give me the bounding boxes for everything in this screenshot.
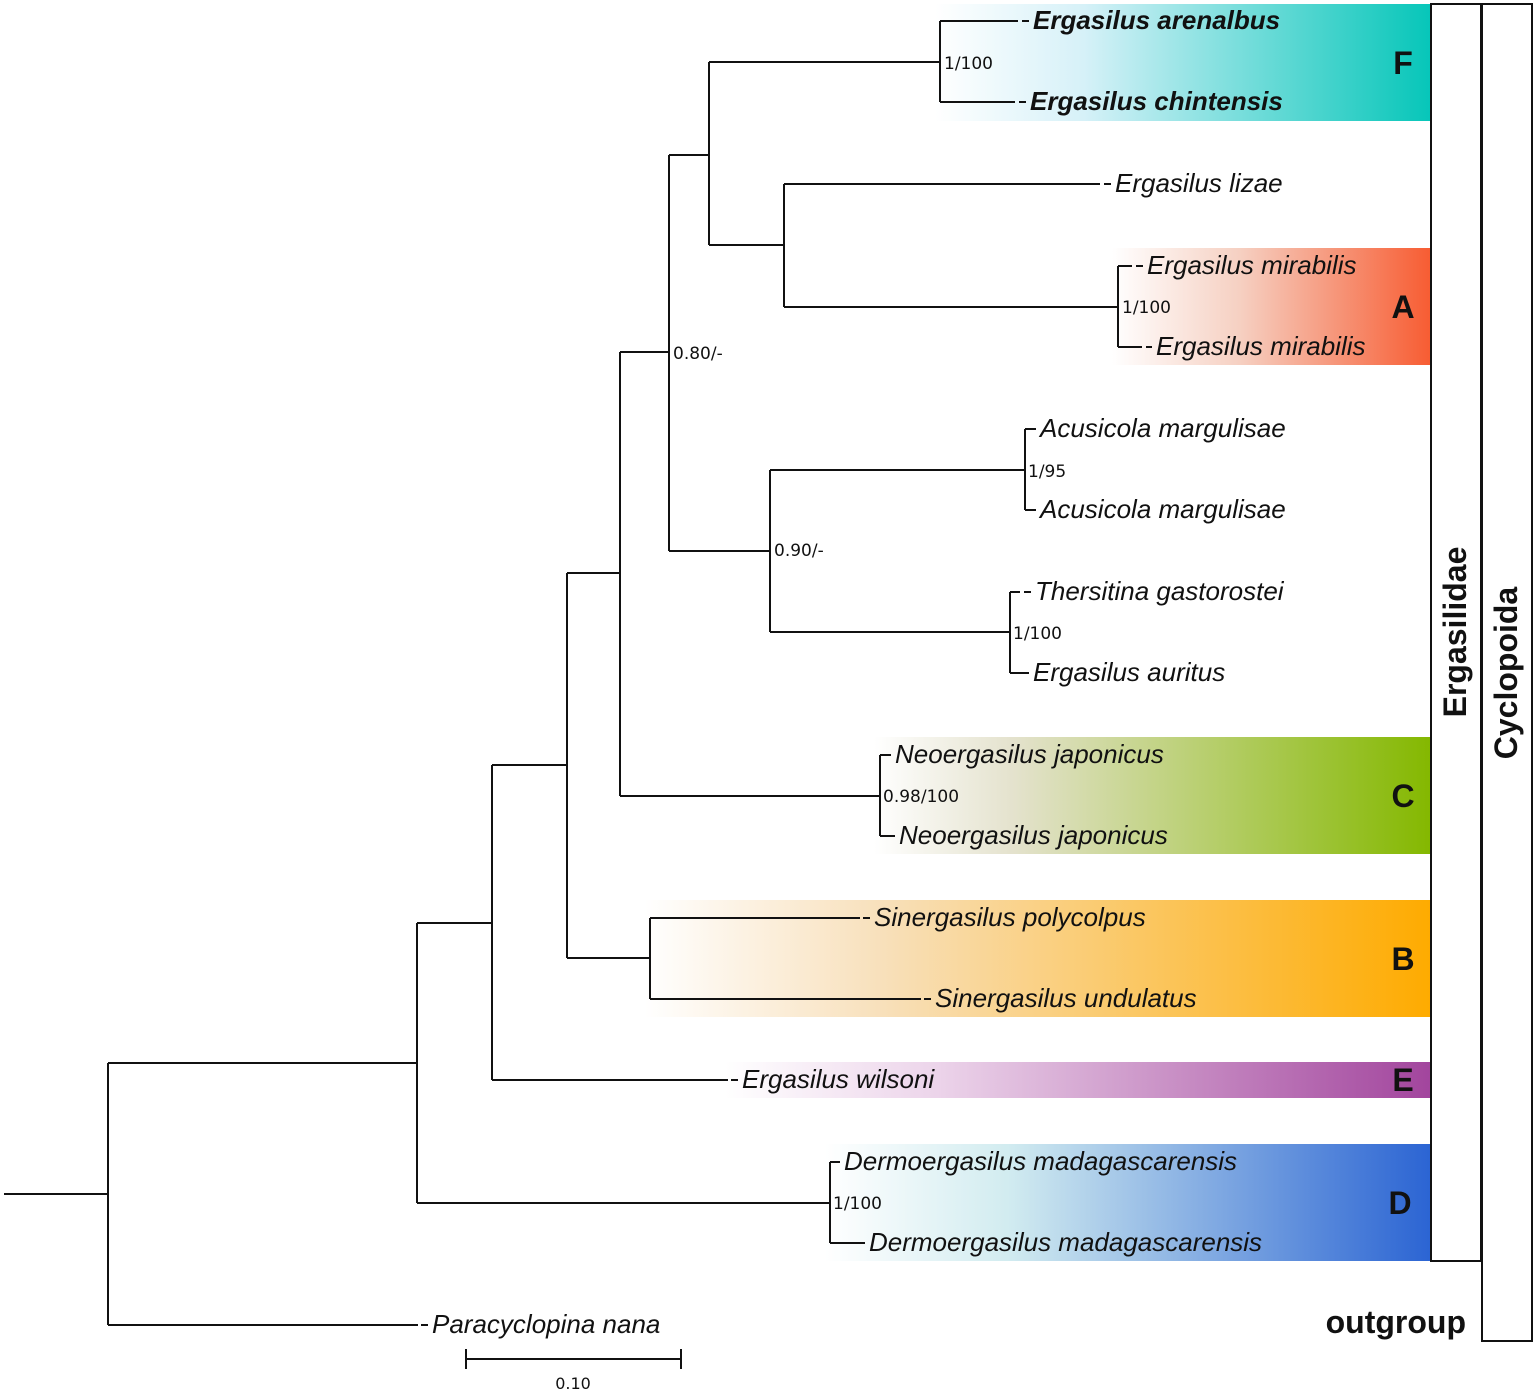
support-value-clade-d: 1/100 xyxy=(833,1194,882,1214)
clade-label-f: F xyxy=(1393,45,1413,81)
taxon-paracyclopina-nana: Paracyclopina nana xyxy=(432,1309,660,1339)
cyclopoida-label: Cyclopoida xyxy=(1488,587,1524,760)
taxon-ergasilus-wilsoni: Ergasilus wilsoni xyxy=(742,1064,935,1094)
support-value-clade-f: 1/100 xyxy=(944,54,993,74)
clade-c-highlight xyxy=(874,737,1431,854)
support-value-clade-c: 0.98/100 xyxy=(883,787,959,807)
clade-b-highlight xyxy=(645,900,1431,1017)
taxon-ergasilus-chintensis: Ergasilus chintensis xyxy=(1030,86,1283,116)
clade-e-highlight xyxy=(725,1062,1431,1098)
taxon-ergasilus-lizae: Ergasilus lizae xyxy=(1115,168,1283,198)
taxon-ergasilus-mirabilis-1: Ergasilus mirabilis xyxy=(1147,250,1357,280)
clade-d-highlight xyxy=(825,1144,1431,1261)
clade-label-e: E xyxy=(1392,1062,1413,1098)
support-value-middle-node: 0.90/- xyxy=(774,541,824,561)
ergasilidae-label: Ergasilidae xyxy=(1437,547,1473,718)
clade-a-highlight xyxy=(1112,248,1431,365)
support-value-acusicola: 1/95 xyxy=(1028,462,1066,482)
clade-label-a: A xyxy=(1391,289,1414,325)
taxon-thersitina-gastorostei: Thersitina gastorostei xyxy=(1035,576,1285,606)
taxon-ergasilus-arenalbus: Ergasilus arenalbus xyxy=(1033,5,1280,35)
outgroup-label: outgroup xyxy=(1326,1304,1466,1340)
tip-dashes xyxy=(421,20,1152,1326)
taxon-neoergasilus-japonicus-2: Neoergasilus japonicus xyxy=(899,820,1168,850)
taxon-dermoergasilus-madagascarensis-2: Dermoergasilus madagascarensis xyxy=(869,1227,1262,1257)
tree-branches xyxy=(4,20,1142,1326)
scale-bar xyxy=(465,1349,682,1369)
taxon-ergasilus-auritus: Ergasilus auritus xyxy=(1033,657,1225,687)
support-value-thersitina: 1/100 xyxy=(1013,624,1062,644)
clade-label-c: C xyxy=(1391,778,1414,814)
clade-label-b: B xyxy=(1391,941,1414,977)
taxon-dermoergasilus-madagascarensis-1: Dermoergasilus madagascarensis xyxy=(844,1146,1237,1176)
cyclopoida-bar xyxy=(1481,3,1533,1342)
clade-label-d: D xyxy=(1388,1185,1411,1221)
support-value-clade-a: 1/100 xyxy=(1122,298,1171,318)
taxon-sinergasilus-polycolpus: Sinergasilus polycolpus xyxy=(874,902,1146,932)
taxon-acusicola-margulisae-2: Acusicola margulisae xyxy=(1038,494,1286,524)
clade-f-highlight xyxy=(935,4,1431,121)
support-value-upper-node: 0.80/- xyxy=(673,344,723,364)
taxon-acusicola-margulisae-1: Acusicola margulisae xyxy=(1038,413,1286,443)
scale-bar-label: 0.10 xyxy=(555,1374,591,1393)
taxon-ergasilus-mirabilis-2: Ergasilus mirabilis xyxy=(1156,331,1366,361)
taxon-neoergasilus-japonicus-1: Neoergasilus japonicus xyxy=(895,739,1164,769)
taxon-sinergasilus-undulatus: Sinergasilus undulatus xyxy=(935,983,1197,1013)
